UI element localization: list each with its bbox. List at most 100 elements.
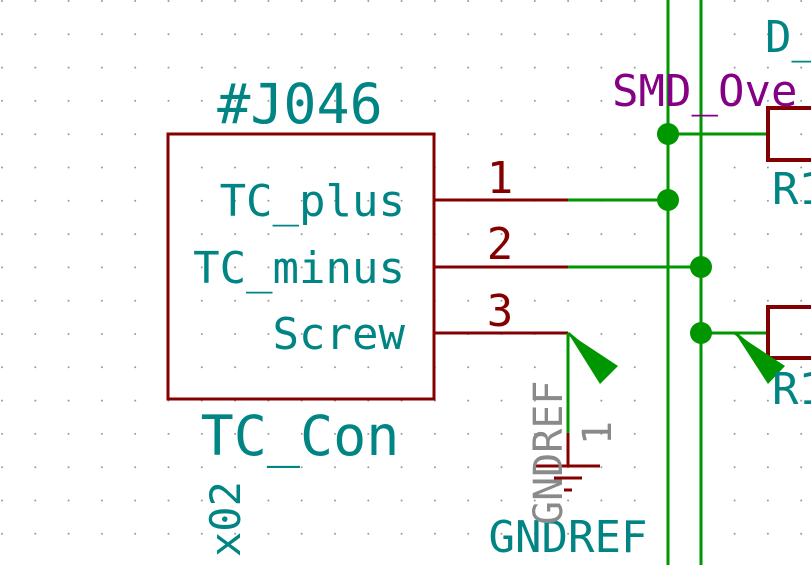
grid-dot bbox=[200, 366, 203, 369]
grid-dot bbox=[533, 366, 536, 369]
resistor-lower-body[interactable] bbox=[766, 305, 811, 360]
grid-dot bbox=[334, 0, 336, 2]
grid-dot bbox=[34, 133, 37, 136]
grid-dot bbox=[367, 166, 370, 169]
grid-dot bbox=[300, 199, 303, 202]
grid-dot bbox=[800, 399, 803, 402]
grid-dot bbox=[600, 399, 603, 402]
grid-dot bbox=[400, 499, 403, 502]
junction-dot[interactable] bbox=[690, 256, 712, 278]
grid-dot bbox=[733, 499, 736, 502]
grid-dot bbox=[467, 299, 470, 302]
grid-dot bbox=[733, 266, 736, 269]
grid-dot bbox=[34, 0, 37, 2]
grid-dot bbox=[267, 33, 270, 36]
grid-dot bbox=[1, 333, 3, 335]
grid-dot bbox=[67, 99, 70, 102]
grid-dot bbox=[67, 133, 70, 136]
grid-dot bbox=[134, 233, 137, 236]
grid-dot bbox=[367, 333, 370, 335]
junction-dot[interactable] bbox=[657, 123, 679, 145]
grid-dot bbox=[733, 466, 736, 469]
pin-name-1: TC_plus bbox=[220, 176, 405, 227]
grid-dot bbox=[433, 99, 436, 102]
grid-dot bbox=[766, 299, 769, 302]
grid-dot bbox=[300, 166, 303, 169]
grid-dot bbox=[234, 0, 237, 2]
grid-dot bbox=[733, 99, 736, 102]
grid-dot bbox=[367, 532, 370, 535]
grid-dot bbox=[400, 199, 403, 202]
grid-dot bbox=[766, 0, 769, 2]
grid-dot bbox=[800, 99, 803, 102]
grid-dot bbox=[800, 499, 803, 502]
resistor-upper-body[interactable] bbox=[766, 106, 811, 162]
grid-dot bbox=[267, 99, 270, 102]
grid-dot bbox=[100, 233, 103, 236]
grid-dot bbox=[300, 299, 303, 302]
grid-dot bbox=[800, 333, 803, 335]
gndref-net-label: GNDREF bbox=[489, 512, 648, 563]
grid-dot bbox=[100, 466, 103, 469]
component-footnote: x02 bbox=[201, 481, 250, 557]
grid-dot bbox=[500, 99, 503, 102]
grid-dot bbox=[34, 499, 37, 502]
grid-dot bbox=[433, 499, 436, 502]
pin-name-2: TC_minus bbox=[193, 243, 405, 294]
grid-dot bbox=[200, 99, 203, 102]
grid-dot bbox=[533, 233, 536, 236]
label-resistor-lower: R1 bbox=[772, 364, 811, 415]
grid-dot bbox=[467, 532, 470, 535]
grid-dot bbox=[134, 399, 137, 402]
grid-dot bbox=[800, 199, 803, 202]
grid-dot bbox=[500, 133, 503, 136]
grid-dot bbox=[467, 432, 470, 435]
grid-dot bbox=[633, 333, 636, 335]
grid-dot bbox=[134, 466, 137, 469]
grid-dot bbox=[34, 99, 37, 102]
grid-dot bbox=[600, 299, 603, 302]
grid-dot bbox=[766, 33, 769, 36]
junction-dot[interactable] bbox=[690, 322, 712, 344]
grid-dot bbox=[766, 499, 769, 502]
grid-dot bbox=[800, 33, 803, 36]
grid-dot bbox=[433, 33, 436, 36]
grid-dot bbox=[1, 66, 3, 69]
grid-dot bbox=[334, 199, 336, 202]
grid-dot bbox=[134, 432, 137, 435]
grid-dot bbox=[334, 66, 336, 69]
label-smd: SMD_Ove bbox=[612, 66, 797, 117]
grid-dot bbox=[733, 399, 736, 402]
grid-dot bbox=[267, 432, 270, 435]
grid-dot bbox=[500, 499, 503, 502]
grid-dot bbox=[367, 99, 370, 102]
grid-dot bbox=[134, 366, 137, 369]
grid-dot bbox=[600, 499, 603, 502]
grid-dot bbox=[200, 66, 203, 69]
grid-dot bbox=[766, 233, 769, 236]
grid-dot bbox=[1, 266, 3, 269]
grid-dot bbox=[200, 466, 203, 469]
junction-dot[interactable] bbox=[657, 189, 679, 211]
grid-dot bbox=[334, 299, 336, 302]
grid-dot bbox=[733, 199, 736, 202]
grid-dot bbox=[67, 532, 70, 535]
grid-dot bbox=[67, 366, 70, 369]
grid-dot bbox=[800, 532, 803, 535]
grid-dot bbox=[67, 466, 70, 469]
grid-dot bbox=[134, 532, 137, 535]
grid-dot bbox=[67, 33, 70, 36]
grid-dot bbox=[67, 333, 70, 335]
grid-dot bbox=[67, 266, 70, 269]
grid-dot bbox=[100, 499, 103, 502]
grid-dot bbox=[600, 466, 603, 469]
grid-dot bbox=[800, 66, 803, 69]
grid-dot bbox=[433, 66, 436, 69]
grid-dot bbox=[200, 333, 203, 335]
grid-dot bbox=[400, 466, 403, 469]
grid-dot bbox=[500, 466, 503, 469]
label-resistor-upper: R1 bbox=[772, 164, 811, 215]
grid-dot bbox=[567, 66, 570, 69]
grid-dot bbox=[400, 366, 403, 369]
grid-dot bbox=[267, 299, 270, 302]
